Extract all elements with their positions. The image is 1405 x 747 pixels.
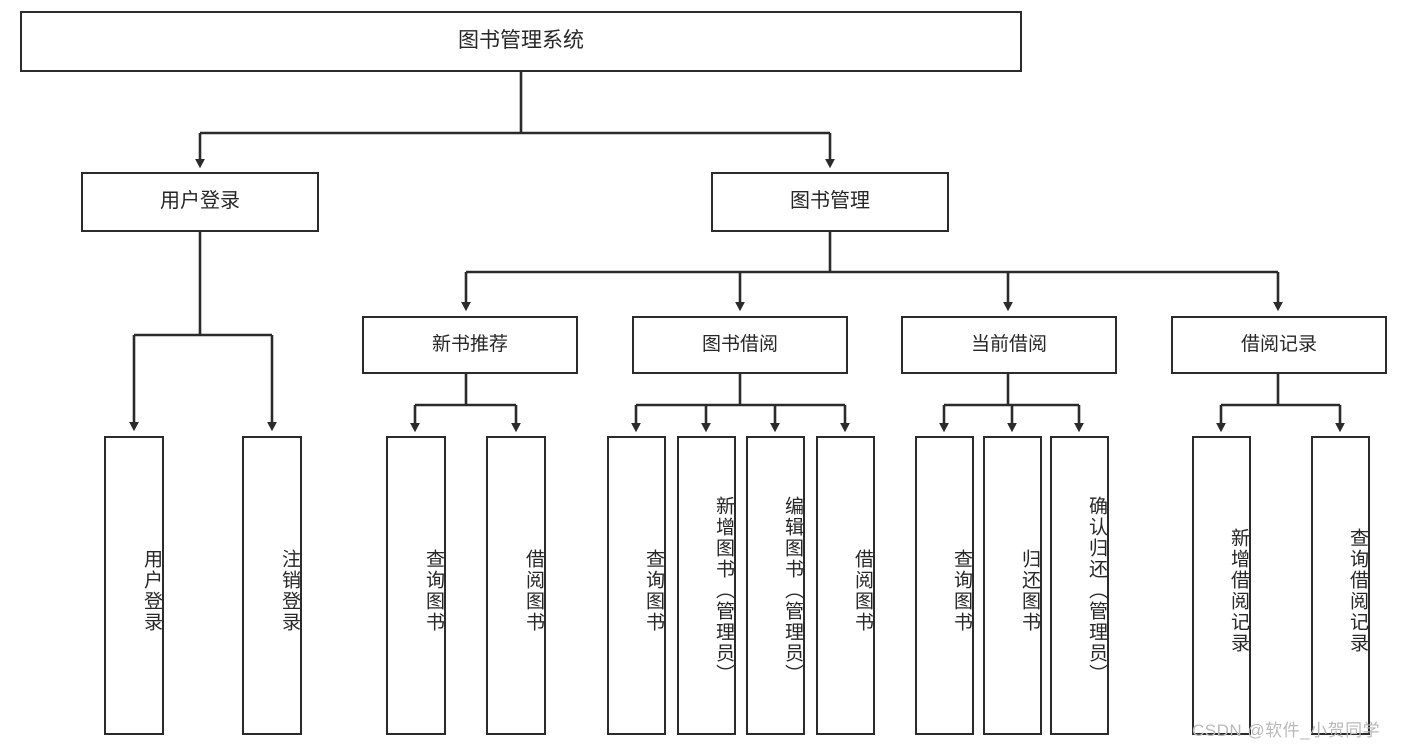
leaf-recommend-borrow-book[interactable]: 借阅图书 [486, 436, 546, 735]
leaf-borrow-add-book[interactable]: 新增图书（管理员） [677, 436, 736, 735]
node-book-borrow-label: 图书借阅 [701, 333, 778, 355]
node-book-borrow[interactable]: 图书借阅 [632, 316, 848, 374]
leaf-label: 查询图书 [951, 548, 972, 633]
leaf-borrow-query-book[interactable]: 查询图书 [607, 436, 666, 735]
leaf-user-login-signin[interactable]: 用户登录 [104, 436, 164, 735]
leaf-record-query-record[interactable]: 查询借阅记录 [1311, 436, 1370, 735]
node-book-management-label: 图书管理 [790, 190, 870, 213]
node-root-label: 图书管理系统 [458, 29, 584, 53]
node-borrow-record-label: 借阅记录 [1240, 333, 1317, 355]
node-new-book-recommend[interactable]: 新书推荐 [362, 316, 578, 374]
node-current-borrow-label: 当前借阅 [970, 333, 1047, 355]
node-root[interactable]: 图书管理系统 [20, 11, 1022, 72]
leaf-borrow-edit-book[interactable]: 编辑图书（管理员） [746, 436, 805, 735]
leaf-borrow-borrow-book[interactable]: 借阅图书 [816, 436, 875, 735]
leaf-label: 注销登录 [279, 548, 300, 633]
leaf-label: 查询借阅记录 [1347, 527, 1368, 654]
node-book-management[interactable]: 图书管理 [711, 172, 949, 232]
leaf-label: 借阅图书 [523, 548, 544, 633]
csdn-watermark: CSDN @软件_小贺同学 [1192, 721, 1381, 740]
leaf-label: 查询图书 [643, 548, 664, 633]
node-borrow-record[interactable]: 借阅记录 [1171, 316, 1387, 374]
leaf-recommend-query-book[interactable]: 查询图书 [386, 436, 446, 735]
node-current-borrow[interactable]: 当前借阅 [901, 316, 1117, 374]
leaf-current-confirm-return[interactable]: 确认归还（管理员） [1050, 436, 1109, 735]
node-user-login-label: 用户登录 [160, 190, 240, 213]
leaf-label: 用户登录 [141, 548, 162, 633]
leaf-record-add-record[interactable]: 新增借阅记录 [1192, 436, 1251, 735]
leaf-label: 归还图书 [1019, 548, 1040, 633]
leaf-label: 新增图书（管理员） [713, 496, 734, 685]
leaf-label: 新增借阅记录 [1228, 527, 1249, 654]
leaf-current-query-book[interactable]: 查询图书 [915, 436, 974, 735]
leaf-current-return-book[interactable]: 归还图书 [983, 436, 1042, 735]
node-user-login[interactable]: 用户登录 [81, 172, 319, 232]
node-new-book-recommend-label: 新书推荐 [431, 333, 508, 355]
leaf-label: 确认归还（管理员） [1086, 496, 1107, 685]
leaf-label: 编辑图书（管理员） [782, 496, 803, 685]
leaf-label: 借阅图书 [852, 548, 873, 633]
leaf-label: 查询图书 [423, 548, 444, 633]
leaf-user-login-signout[interactable]: 注销登录 [242, 436, 302, 735]
